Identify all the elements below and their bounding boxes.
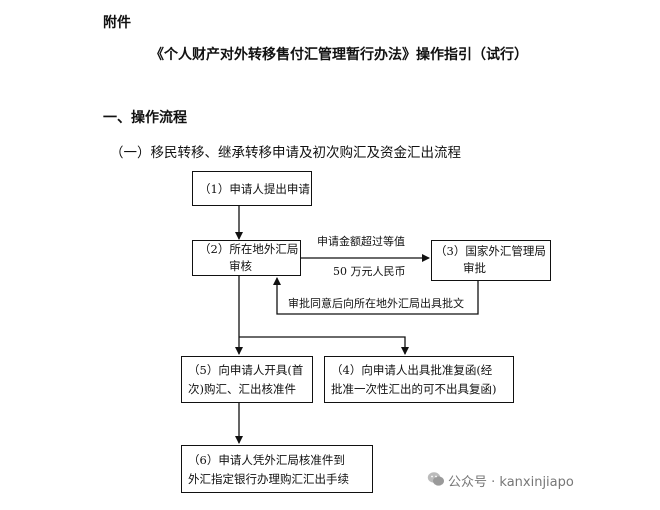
edge-label-amount-threshold: 申请金额超过等值 [317,235,405,248]
step1-text: （1）申请人提出申请 [199,182,310,196]
step2-line2: 审核 [229,259,252,273]
arrow-step3-to-step2 [273,277,479,315]
arrow-branch-to-step4 [239,336,409,355]
wechat-icon [427,472,444,486]
watermark-text: 公众号 · kanxinjiapo [448,475,574,490]
step2-box: （2）所在地外汇局 审核 [192,240,301,276]
step5-line1: （5）向申请人开具(首 [188,363,304,377]
document-title: 《个人财产对外转移售付汇管理暂行办法》操作指引（试行） [150,47,528,63]
step6-box: （6）申请人凭外汇局核准件到 外汇指定银行办理购汇汇出手续 [181,445,373,493]
attachment-label: 附件 [103,15,131,31]
section-heading: 一、操作流程 [103,110,187,126]
step3-box: （3）国家外汇管理局 审批 [431,240,551,281]
step6-line2: 外汇指定银行办理购汇汇出手续 [188,472,349,486]
step3-line2: 审批 [463,261,486,275]
step4-line1: （4）向申请人出具批准复函(经 [331,363,493,377]
step4-line2: 批准一次性汇出的可不出具复函) [331,382,497,396]
step3-line1: （3）国家外汇管理局 [435,244,546,258]
step4-box: （4）向申请人出具批准复函(经 批准一次性汇出的可不出具复函) [324,356,514,403]
edge-label-amount-value: 50 万元人民币 [333,265,406,278]
step6-line1: （6）申请人凭外汇局核准件到 [188,453,345,467]
step1-box: （1）申请人提出申请 [192,171,312,206]
step5-box: （5）向申请人开具(首 次)购汇、汇出核准件 [181,356,313,403]
edge-label-approval-return: 审批同意后向所在地外汇局出具批文 [288,297,464,310]
section-subheading: （一）移民转移、继承转移申请及初次购汇及资金汇出流程 [110,145,461,161]
step5-line2: 次)购汇、汇出核准件 [188,382,296,396]
step2-line1: （2）所在地外汇局 [199,242,299,256]
